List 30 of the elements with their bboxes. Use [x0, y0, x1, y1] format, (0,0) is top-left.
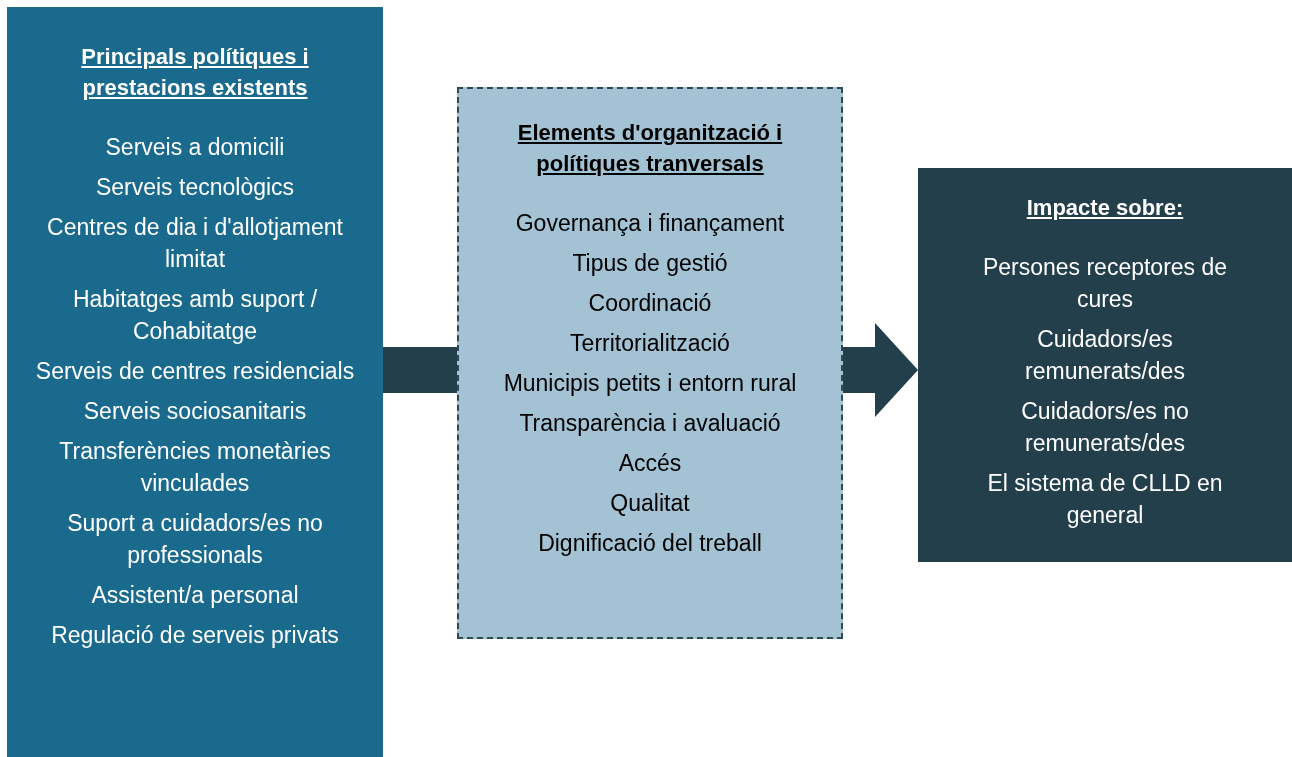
- list-item: Assistent/a personal: [91, 581, 299, 610]
- list-item: Tipus de gestió: [572, 249, 728, 278]
- list-item: Regulació de serveis privats: [51, 621, 339, 650]
- list-item: Qualitat: [610, 489, 690, 518]
- list-item: Serveis de centres residencials: [35, 357, 355, 386]
- impact-panel: [918, 168, 1292, 562]
- list-item: Transparència i avaluació: [519, 409, 781, 438]
- list-item: Coordinació: [588, 289, 712, 318]
- list-item: Habitatges amb suport / Cohabitatge: [71, 285, 319, 346]
- list-item: Transferències monetàries vinculades: [58, 437, 332, 498]
- block-arrow: [843, 323, 918, 417]
- list-item: Serveis sociosanitaris: [83, 397, 307, 426]
- list-item: Serveis a domicili: [105, 133, 285, 162]
- list-item: Dignificació del treball: [538, 529, 762, 558]
- panel-heading: Principals polítiques i prestacions existents: [80, 43, 310, 102]
- list-item: Serveis tecnològics: [95, 173, 295, 202]
- policy-panel: [7, 7, 383, 757]
- list-item: Suport a cuidadors/es no professionals: [66, 509, 324, 570]
- list-item: Cuidadors/es remunerats/des: [1024, 325, 1186, 386]
- list-item: Governança i finançament: [515, 209, 785, 238]
- organization-panel: [457, 87, 843, 639]
- list-item: Cuidadors/es no remunerats/des: [1020, 397, 1190, 458]
- list-item: El sistema de CLLD en general: [986, 469, 1224, 530]
- list-item: Municipis petits i entorn rural: [503, 369, 797, 398]
- list-item: Persones receptores de cures: [981, 253, 1229, 314]
- list-item: Accés: [618, 449, 682, 478]
- panel-heading: Elements d'organització i polítiques tranversals: [516, 119, 784, 178]
- panel-heading: Impacte sobre:: [1026, 194, 1184, 222]
- list-item: Centres de dia i d'allotjament limitat: [46, 213, 344, 274]
- list-item: Territorialització: [570, 329, 730, 358]
